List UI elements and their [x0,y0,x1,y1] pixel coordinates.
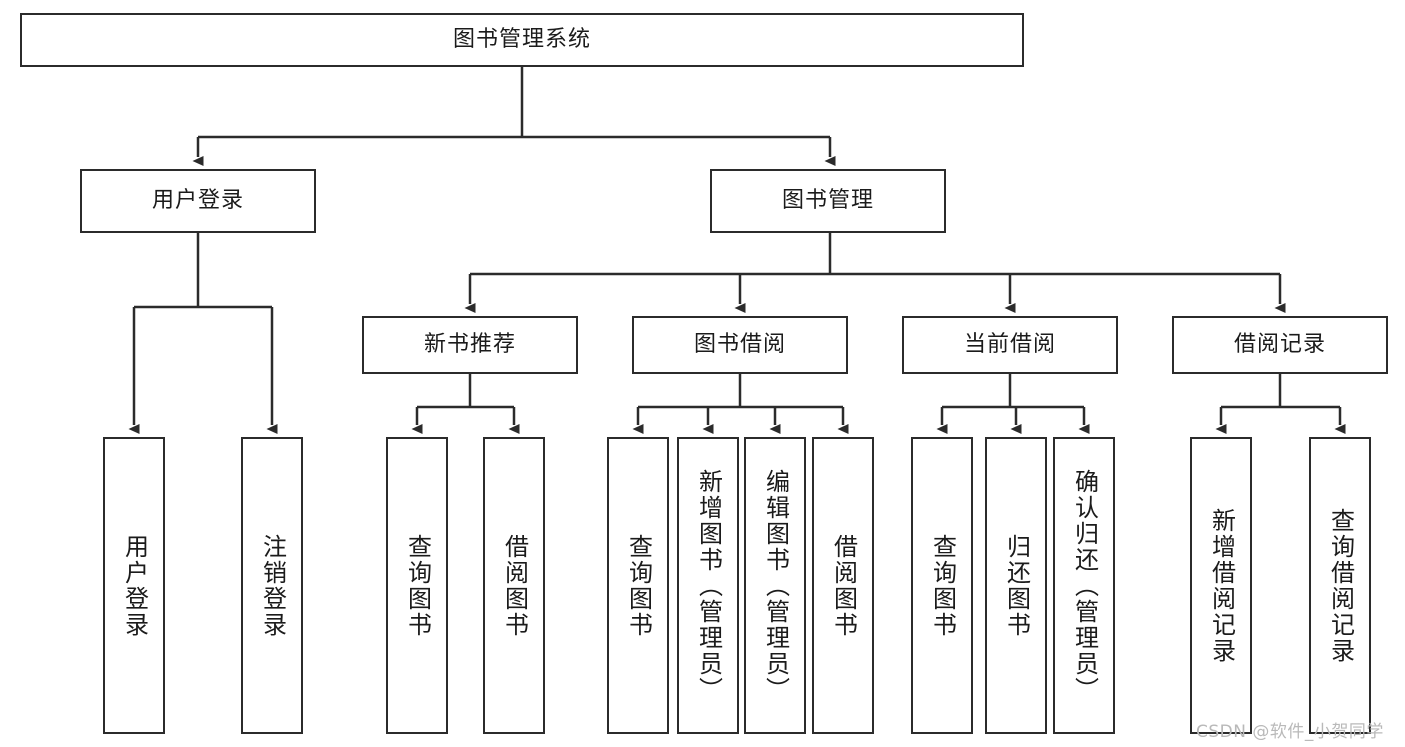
leaf-confirm-return-label: 确认归还（管理员） [1070,468,1099,703]
leaf-query-borrow-record-label: 查询借阅记录 [1326,507,1355,664]
node-new-book-recommend[interactable]: 新书推荐 [362,316,578,374]
leaf-edit-book-label: 编辑图书（管理员） [761,468,790,703]
node-book-manage-label: 图书管理 [781,187,874,213]
node-new-book-recommend-label: 新书推荐 [423,331,516,357]
node-book-borrow[interactable]: 图书借阅 [632,316,848,374]
leaf-query-book-recommend-label: 查询图书 [403,533,432,638]
leaf-query-book-borrow[interactable]: 查询图书 [607,437,669,734]
leaf-query-book-current[interactable]: 查询图书 [911,437,973,734]
node-borrow-record[interactable]: 借阅记录 [1172,316,1388,374]
leaf-user-login-label: 用户登录 [120,533,149,638]
leaf-query-book-recommend[interactable]: 查询图书 [386,437,448,734]
node-user-login[interactable]: 用户登录 [80,169,316,233]
leaf-confirm-return[interactable]: 确认归还（管理员） [1053,437,1115,734]
leaf-return-book[interactable]: 归还图书 [985,437,1047,734]
node-borrow-record-label: 借阅记录 [1233,331,1326,357]
node-user-login-label: 用户登录 [151,187,244,213]
leaf-user-login[interactable]: 用户登录 [103,437,165,734]
leaf-add-borrow-record[interactable]: 新增借阅记录 [1190,437,1252,734]
leaf-add-book-label: 新增图书（管理员） [694,468,723,703]
leaf-query-borrow-record[interactable]: 查询借阅记录 [1309,437,1371,734]
node-current-borrow[interactable]: 当前借阅 [902,316,1118,374]
leaf-query-book-current-label: 查询图书 [928,533,957,638]
leaf-borrow-book[interactable]: 借阅图书 [812,437,874,734]
leaf-borrow-book-label: 借阅图书 [829,533,858,638]
leaf-borrow-book-recommend-label: 借阅图书 [500,533,529,638]
leaf-edit-book[interactable]: 编辑图书（管理员） [744,437,806,734]
leaf-add-borrow-record-label: 新增借阅记录 [1207,507,1236,664]
leaf-add-book[interactable]: 新增图书（管理员） [677,437,739,734]
leaf-borrow-book-recommend[interactable]: 借阅图书 [483,437,545,734]
node-book-borrow-label: 图书借阅 [693,331,786,357]
leaf-return-book-label: 归还图书 [1002,533,1031,638]
leaf-query-book-borrow-label: 查询图书 [624,533,653,638]
node-root[interactable]: 图书管理系统 [20,13,1024,67]
leaf-logout[interactable]: 注销登录 [241,437,303,734]
csdn-watermark: CSDN @软件_小贺同学 [1196,722,1384,742]
node-book-manage[interactable]: 图书管理 [710,169,946,233]
node-root-label: 图书管理系统 [452,26,591,52]
leaf-logout-label: 注销登录 [258,533,287,638]
node-current-borrow-label: 当前借阅 [963,331,1056,357]
